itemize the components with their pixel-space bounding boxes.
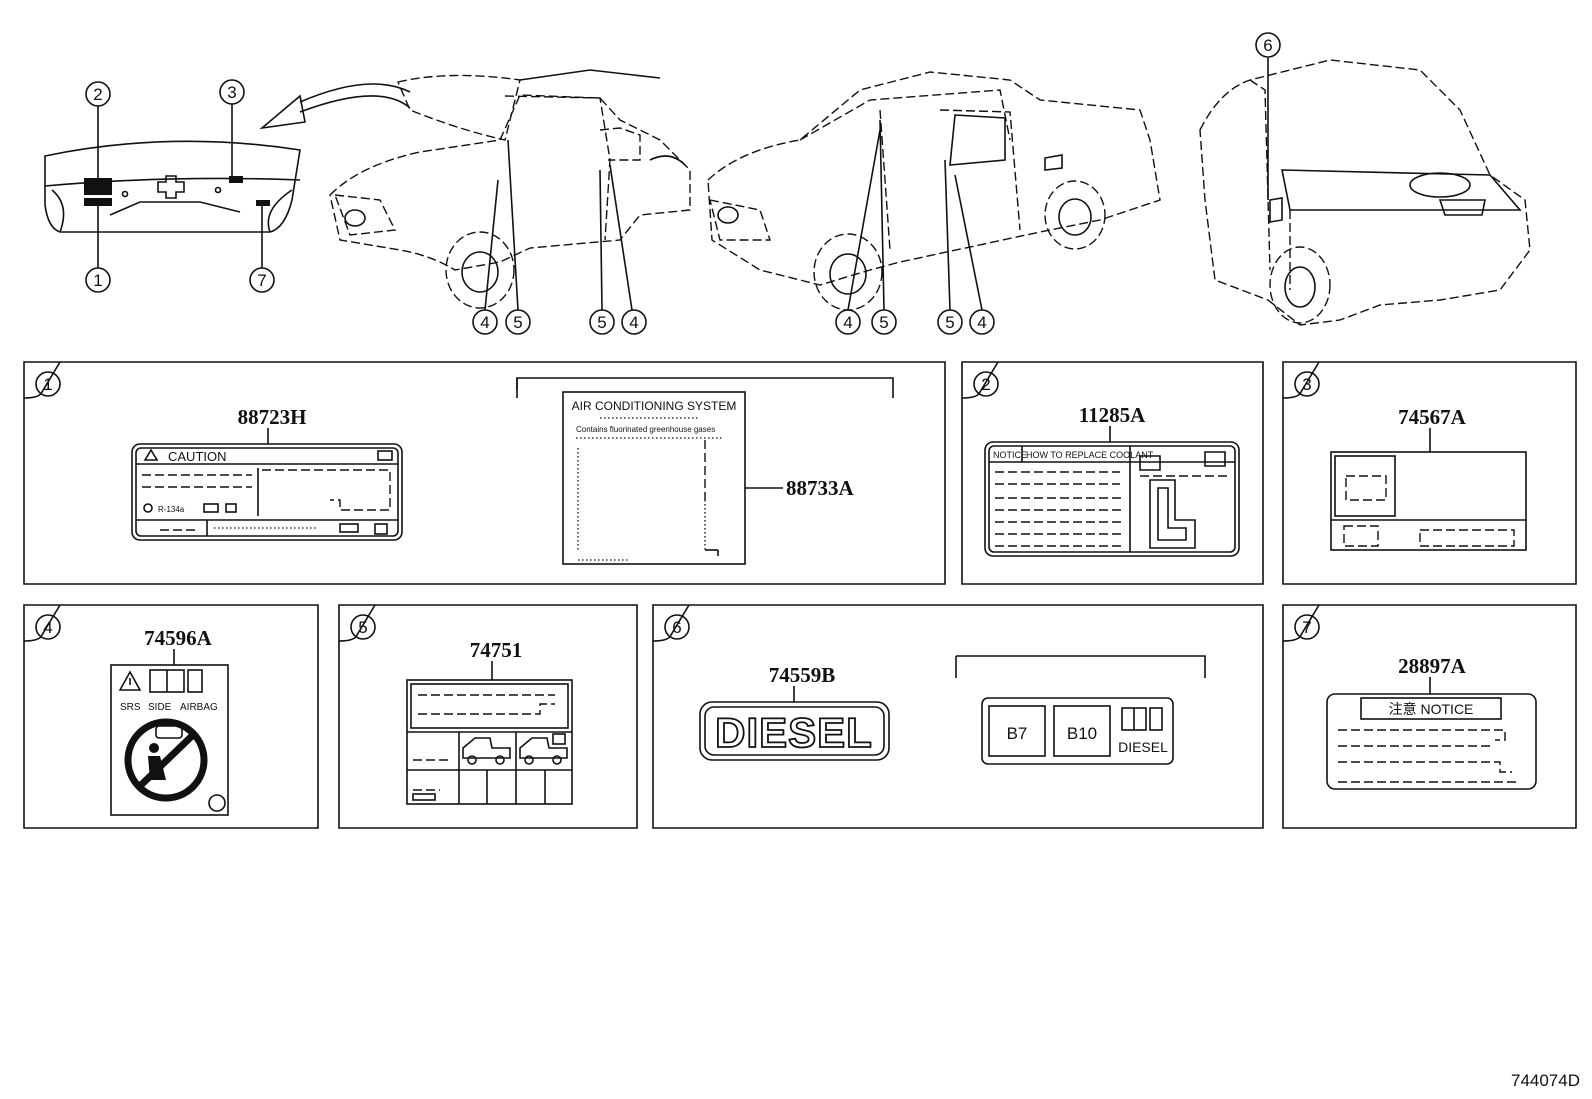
svg-text:6: 6 xyxy=(672,618,681,637)
part-number-28897A: 28897A xyxy=(1398,654,1467,678)
part-number-74559B: 74559B xyxy=(769,663,836,687)
coolant-notice-label: NOTICE HOW TO REPLACE COOLANT xyxy=(984,441,1240,557)
label-1-location xyxy=(84,198,112,206)
svg-text:3: 3 xyxy=(227,83,236,102)
panel-6: 6 74559B DIESEL B7 B10 DIESEL xyxy=(652,604,1264,829)
part-number-74567A: 74567A xyxy=(1398,405,1467,429)
truck-front-hood-open xyxy=(329,69,691,311)
caution-label: CAUTION R-134a xyxy=(131,443,403,541)
svg-text:1: 1 xyxy=(43,375,52,394)
svg-text:B7: B7 xyxy=(1007,724,1028,743)
svg-text:5: 5 xyxy=(879,313,888,332)
label-2-location xyxy=(84,178,112,195)
svg-text:AIR CONDITIONING SYSTEM: AIR CONDITIONING SYSTEM xyxy=(572,399,737,413)
truck-front-side xyxy=(707,71,1161,311)
vehicle-info-label xyxy=(1330,451,1527,551)
part-number-88733A: 88733A xyxy=(786,476,855,500)
svg-text:SRS: SRS xyxy=(120,702,141,713)
svg-text:AIRBAG: AIRBAG xyxy=(180,702,218,713)
svg-text:HOW TO REPLACE COOLANT: HOW TO REPLACE COOLANT xyxy=(1026,450,1154,460)
truck-rear-view xyxy=(1199,58,1531,326)
notice-label: 注意 NOTICE xyxy=(1326,693,1537,790)
svg-text:2: 2 xyxy=(93,85,102,104)
tire-pressure-label xyxy=(406,679,573,805)
ac-system-label: AIR CONDITIONING SYSTEM Contains fluorin… xyxy=(562,391,746,565)
part-number-11285A: 11285A xyxy=(1079,403,1146,427)
svg-text:NOTICE: NOTICE xyxy=(993,450,1027,460)
diesel-badge: DIESEL xyxy=(699,701,890,761)
panel-4: 4 74596A SRS SIDE AIRBAG xyxy=(23,604,319,829)
svg-text:5: 5 xyxy=(945,313,954,332)
svg-text:B10: B10 xyxy=(1067,724,1097,743)
svg-text:4: 4 xyxy=(480,313,489,332)
svg-text:5: 5 xyxy=(513,313,522,332)
svg-text:5: 5 xyxy=(358,618,367,637)
panel-5: 5 74751 xyxy=(338,604,638,829)
svg-text:2: 2 xyxy=(981,375,990,394)
panel-1: 1 88723H CAUTION R-134a xyxy=(23,361,946,585)
svg-text:4: 4 xyxy=(843,313,852,332)
svg-text:SIDE: SIDE xyxy=(148,702,172,713)
part-number-88723H: 88723H xyxy=(238,405,307,429)
svg-text:4: 4 xyxy=(43,618,52,637)
fuel-grade-label: B7 B10 DIESEL xyxy=(981,697,1174,765)
svg-text:7: 7 xyxy=(1302,618,1311,637)
svg-text:R-134a: R-134a xyxy=(158,505,185,514)
top-callouts: 2 3 1 7 4 5 5 4 4 5 5 4 6 xyxy=(85,32,1281,335)
svg-text:Contains fluorinated greenhous: Contains fluorinated greenhouse gases xyxy=(576,425,715,434)
label-7-location xyxy=(256,200,270,206)
svg-text:DIESEL: DIESEL xyxy=(1118,739,1168,755)
svg-text:6: 6 xyxy=(1263,36,1272,55)
part-number-74596A: 74596A xyxy=(144,626,213,650)
svg-text:3: 3 xyxy=(1302,375,1311,394)
part-number-74751: 74751 xyxy=(470,638,523,662)
svg-text:7: 7 xyxy=(257,271,266,290)
svg-text:4: 4 xyxy=(977,313,986,332)
svg-text:注意 NOTICE: 注意 NOTICE xyxy=(1389,701,1474,717)
svg-text:1: 1 xyxy=(93,271,102,290)
panel-7: 7 28897A 注意 NOTICE xyxy=(1282,604,1577,829)
svg-text:CAUTION: CAUTION xyxy=(168,449,227,464)
svg-text:5: 5 xyxy=(597,313,606,332)
panel-2: 2 11285A NOTICE HOW TO REPLACE COOLANT xyxy=(961,361,1264,585)
panel-3: 3 74567A xyxy=(1282,361,1577,585)
figure-id: 744074D xyxy=(1510,1071,1580,1090)
svg-text:DIESEL: DIESEL xyxy=(715,709,873,756)
svg-text:4: 4 xyxy=(629,313,638,332)
label-3-location xyxy=(229,176,243,183)
srs-airbag-label: SRS SIDE AIRBAG xyxy=(110,664,229,816)
